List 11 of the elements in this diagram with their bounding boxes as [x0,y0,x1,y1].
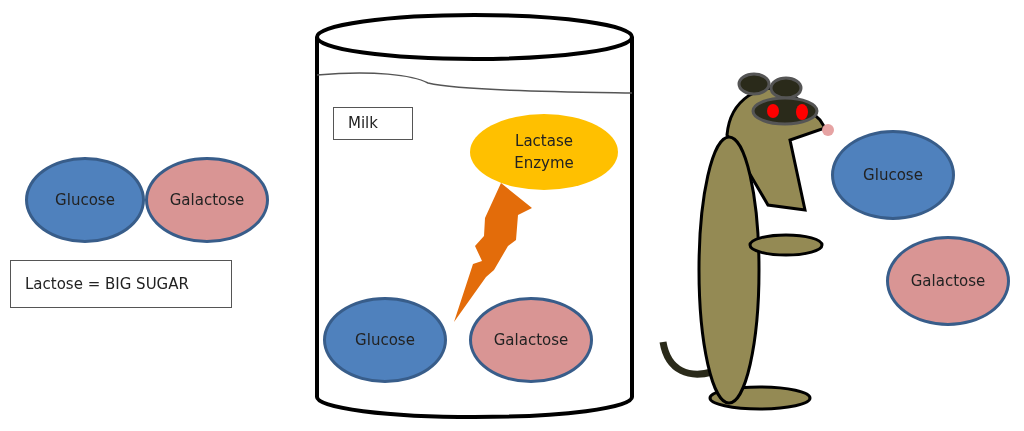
label-box [333,107,413,140]
node-label: Galactose [910,270,986,292]
node-label: Lactase Enzyme [513,130,575,174]
node-label: Galactose [493,329,569,351]
node-label: Galactose [169,189,245,211]
node-label: Glucose [355,329,415,351]
node-label: Lactose = BIG SUGAR [25,273,189,295]
node-label: Glucose [55,189,115,211]
node-label: Glucose [863,164,923,186]
label-box [10,260,232,308]
node-label: Milk [348,113,378,135]
